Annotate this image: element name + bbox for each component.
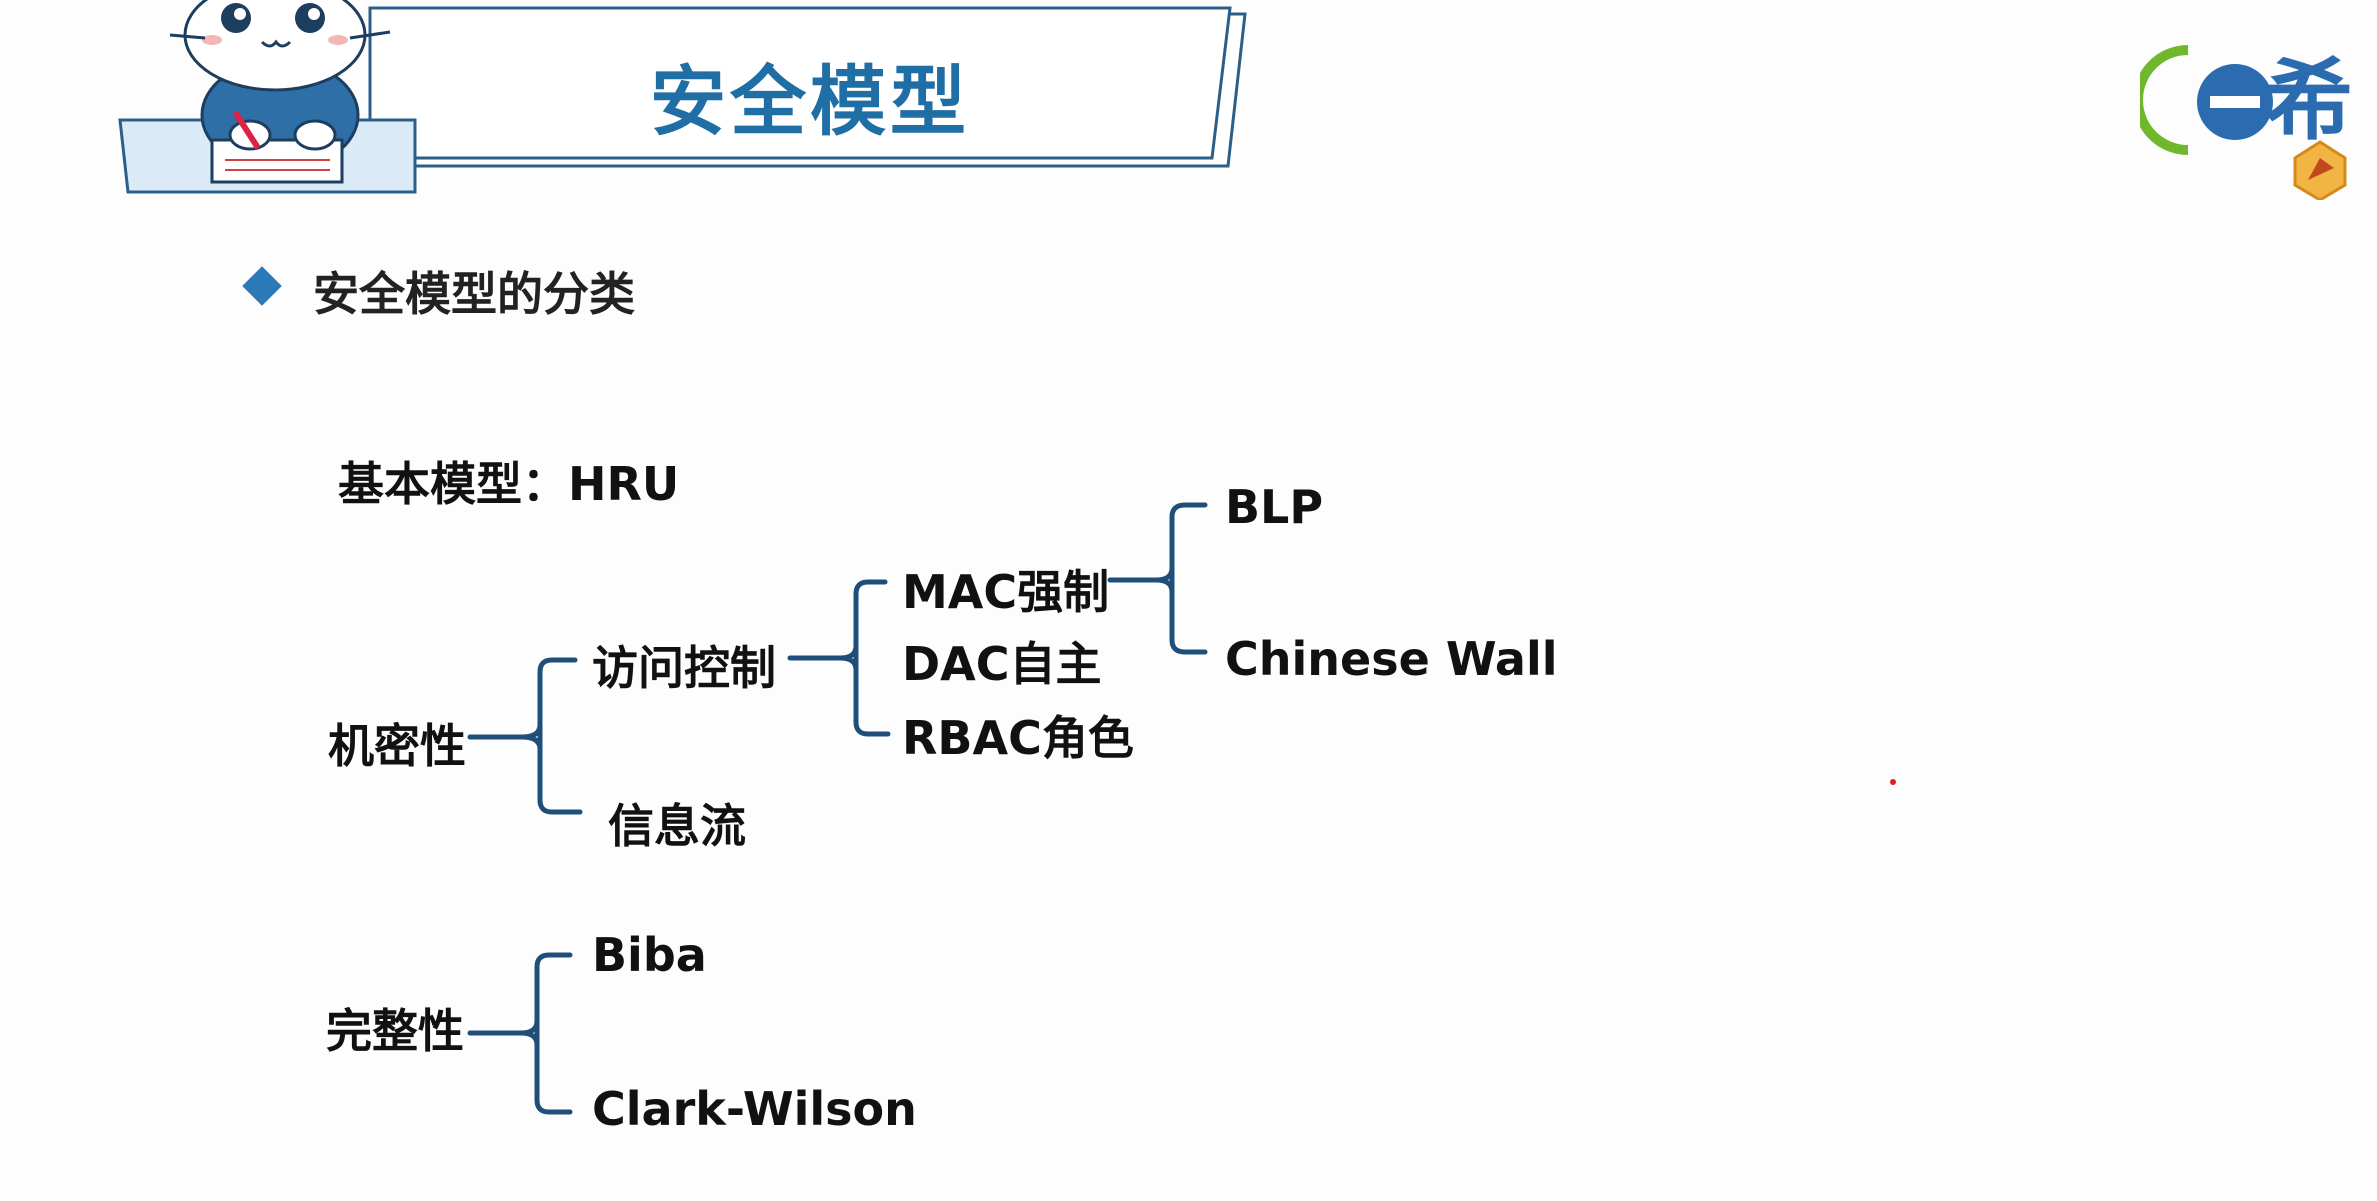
node-clark-wilson: Clark-Wilson bbox=[592, 1082, 917, 1136]
bracket-integrity bbox=[534, 952, 573, 1115]
cat-mascot bbox=[150, 0, 410, 190]
node-mac: MAC强制 bbox=[902, 565, 1110, 619]
slide-title: 安全模型 bbox=[650, 57, 970, 146]
logo-e-icon bbox=[2133, 45, 2347, 202]
logo-text: 希 bbox=[2265, 49, 2354, 152]
bracket-mac bbox=[1169, 502, 1208, 655]
node-biba: Biba bbox=[592, 928, 707, 982]
node-basic-model: 基本模型：HRU bbox=[338, 457, 680, 511]
node-chinese-wall: Chinese Wall bbox=[1225, 632, 1558, 686]
bracket-access-control bbox=[853, 579, 891, 737]
node-rbac: RBAC角色 bbox=[902, 711, 1134, 765]
node-integrity: 完整性 bbox=[326, 1004, 464, 1058]
node-dac: DAC自主 bbox=[902, 637, 1102, 691]
section-heading: 安全模型的分类 bbox=[313, 267, 635, 321]
node-info-flow: 信息流 bbox=[608, 799, 746, 853]
node-blp: BLP bbox=[1225, 480, 1324, 534]
node-access-control: 访问控制 bbox=[592, 641, 776, 695]
brand-logo: 希 bbox=[2133, 30, 2370, 202]
bracket-confidentiality bbox=[537, 657, 583, 815]
laser-pointer-dot bbox=[1890, 779, 1896, 785]
node-confidentiality: 机密性 bbox=[328, 719, 466, 773]
